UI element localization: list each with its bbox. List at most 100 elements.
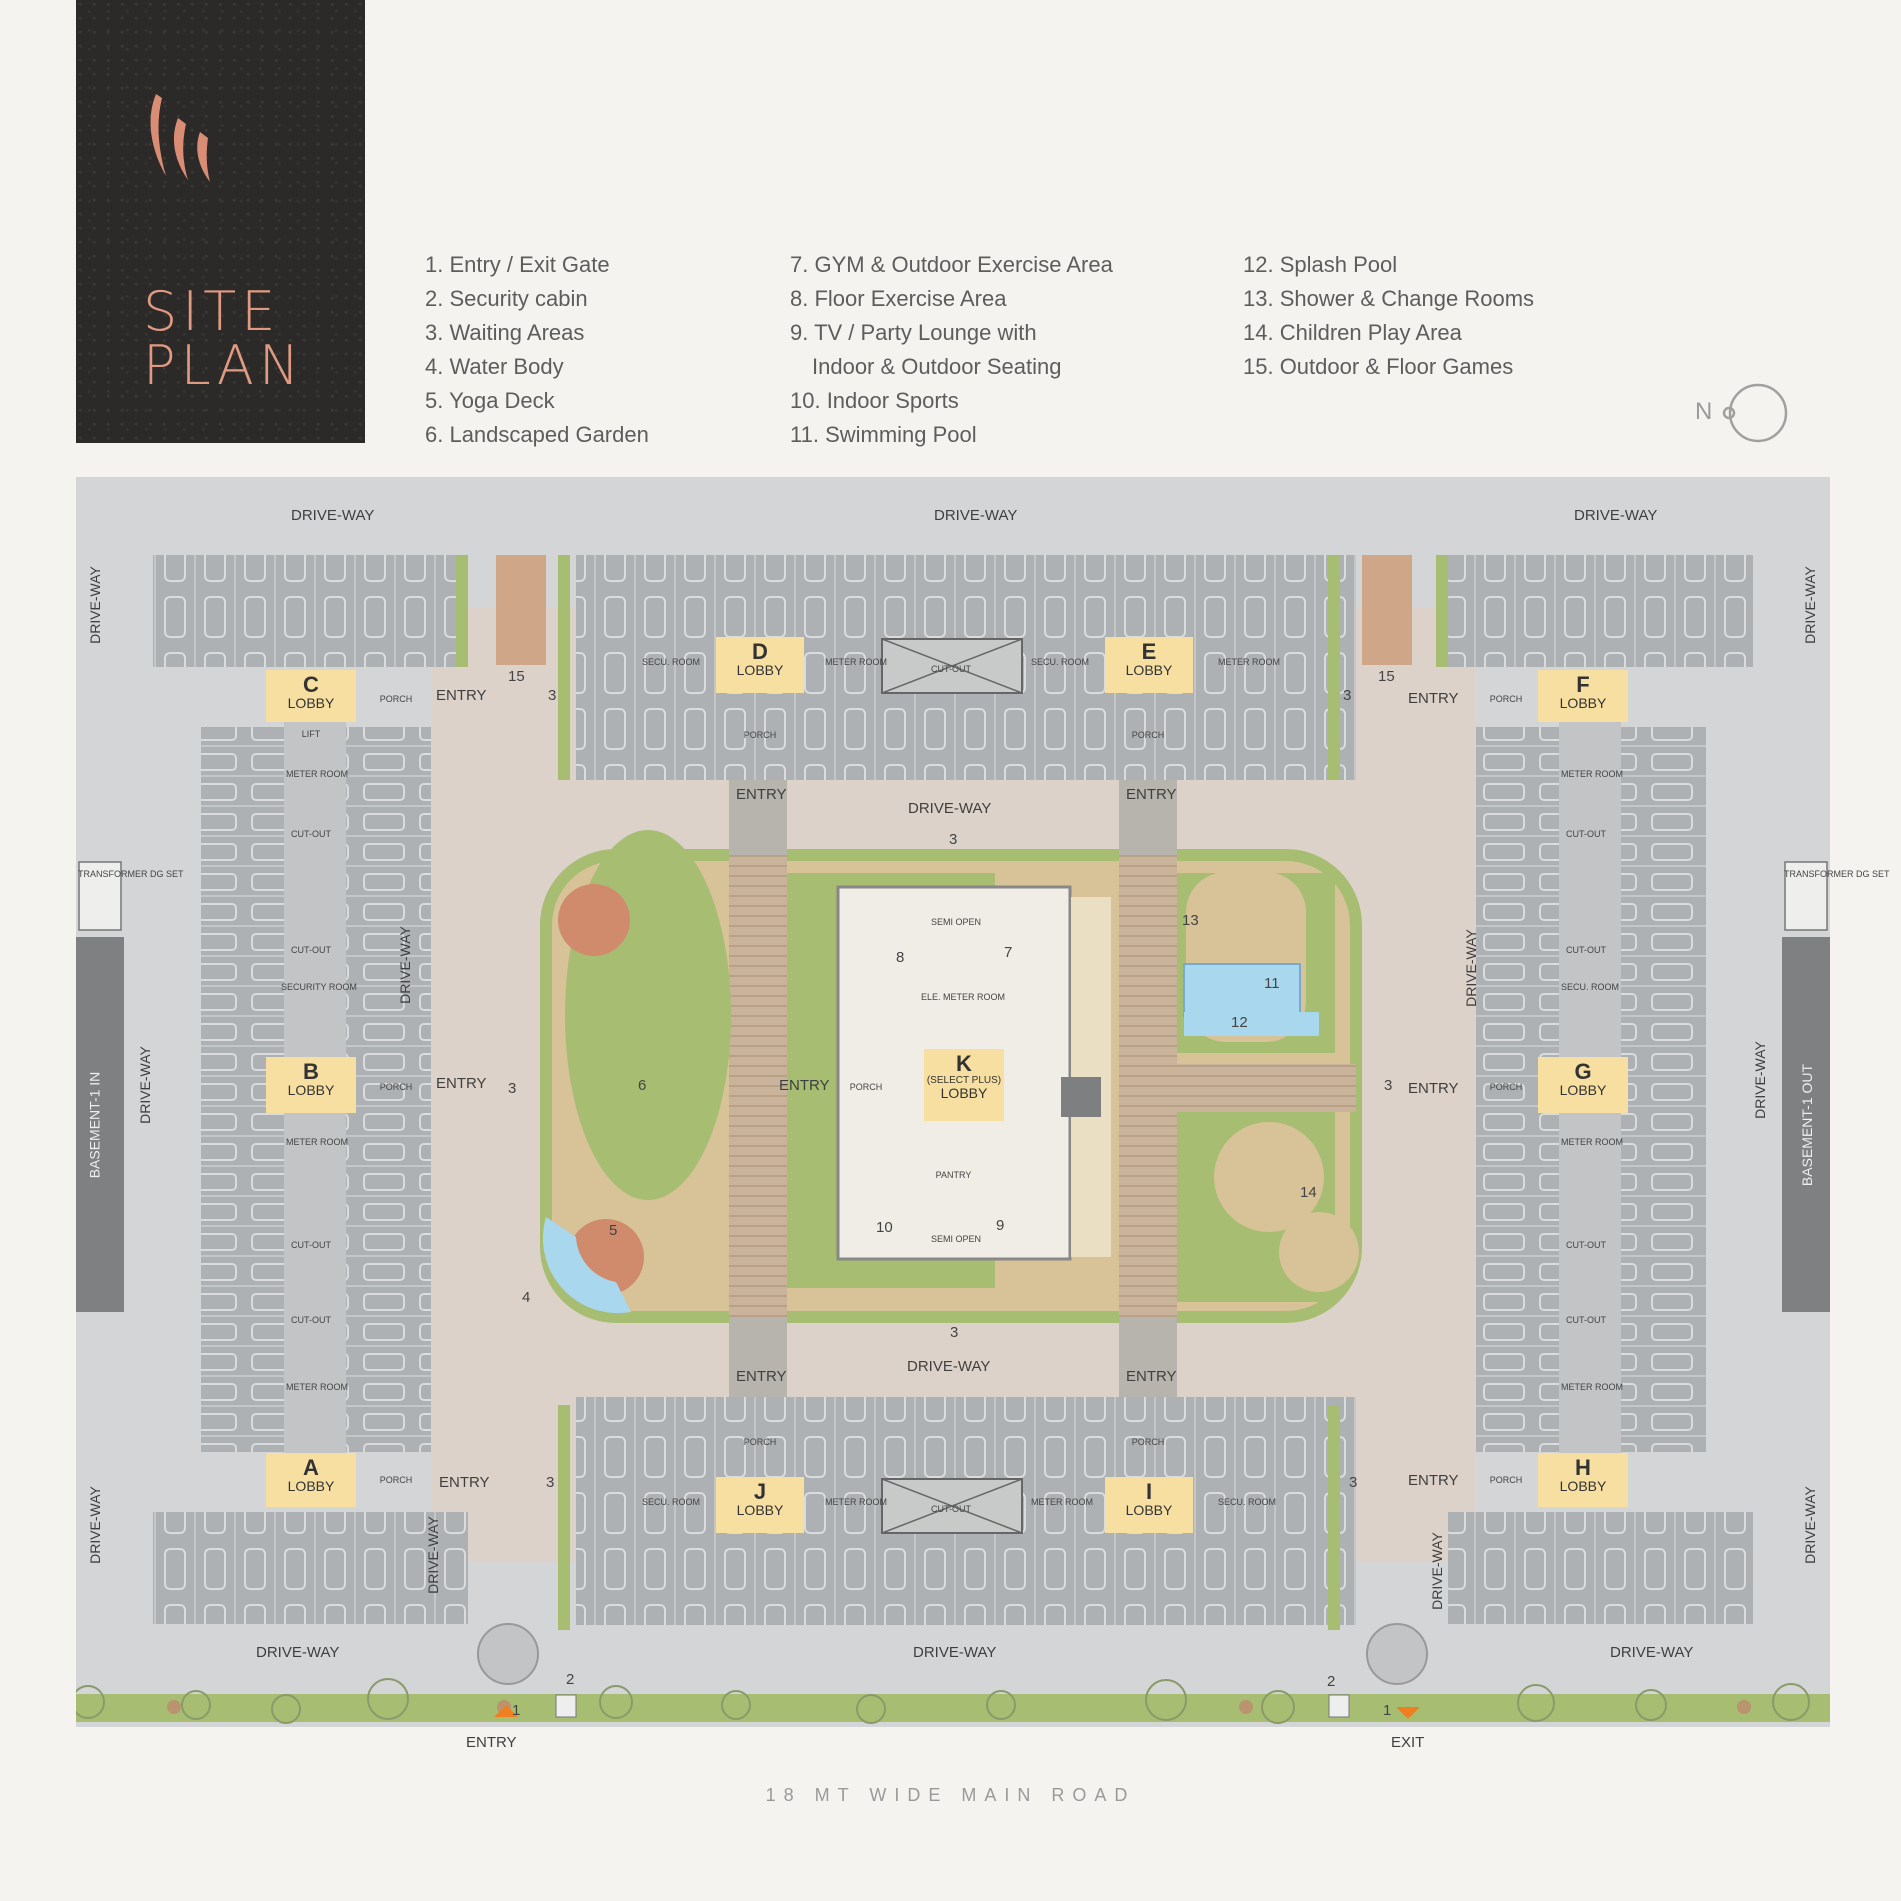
secu-room-label: SECU. ROOM: [1031, 657, 1090, 667]
driveway-label: DRIVE-WAY: [913, 1644, 997, 1661]
legend-item: 14. Children Play Area: [1243, 320, 1462, 345]
entry-label: ENTRY: [1126, 786, 1177, 803]
legend-item: Indoor & Outdoor Seating: [812, 354, 1062, 379]
tower-letter: F: [1576, 672, 1590, 697]
amenity-number-3: 3: [949, 831, 958, 848]
lobby-label: LOBBY: [1125, 1502, 1173, 1518]
legend-item: 4. Water Body: [425, 354, 564, 379]
meter-room-label: METER ROOM: [286, 1382, 348, 1392]
tower-letter: C: [303, 672, 319, 697]
transformer-label: TRANSFORMER DG SET: [1784, 869, 1890, 879]
pantry-label: PANTRY: [935, 1170, 972, 1180]
north-arrow-icon: [1722, 383, 1788, 443]
security-room-label: SECURITY ROOM: [281, 982, 357, 992]
meter-room-label: METER ROOM: [1561, 1382, 1623, 1392]
amenity-number-2: 2: [1327, 1673, 1336, 1690]
cut-out-label: CUT-OUT: [291, 829, 331, 839]
driveway-label: DRIVE-WAY: [1462, 929, 1479, 1007]
entry-label: ENTRY: [436, 1075, 487, 1092]
tower-f-lobby[interactable]: F LOBBY: [1538, 670, 1628, 722]
amenity-number-3: 3: [1343, 687, 1352, 704]
porch-label: PORCH: [1489, 1475, 1523, 1485]
legend-item: 15. Outdoor & Floor Games: [1243, 354, 1514, 379]
title-line-1: SITE: [143, 280, 281, 343]
meter-room-label: METER ROOM: [1031, 1497, 1093, 1507]
cut-out-label: CUT-OUT: [291, 1240, 331, 1250]
secu-room-label: SECU. ROOM: [642, 657, 701, 667]
semi-open-label: SEMI OPEN: [931, 1234, 982, 1244]
tower-letter: K: [956, 1051, 972, 1076]
meter-room-label: METER ROOM: [1561, 769, 1623, 779]
cut-out-label: CUT-OUT: [1566, 945, 1606, 955]
amenity-number-3: 3: [548, 687, 557, 704]
amenity-number-3: 3: [508, 1080, 517, 1097]
amenity-number-2: 2: [566, 1671, 575, 1688]
tower-h-lobby[interactable]: H LOBBY: [1538, 1453, 1628, 1507]
porch-label: PORCH: [1131, 1437, 1165, 1447]
ele-meter-room-label: ELE. METER ROOM: [921, 992, 1006, 1002]
amenity-number-14: 14: [1300, 1184, 1317, 1201]
legend-item: 13. Shower & Change Rooms: [1243, 286, 1535, 311]
porch-label: PORCH: [379, 1475, 413, 1485]
legend-item: 7. GYM & Outdoor Exercise Area: [790, 252, 1113, 277]
lobby-label: LOBBY: [287, 1478, 335, 1494]
secu-room-label: SECU. ROOM: [1218, 1497, 1277, 1507]
tower-d-lobby[interactable]: D LOBBY: [716, 637, 804, 693]
amenity-number-3: 3: [546, 1474, 555, 1491]
tower-i-lobby[interactable]: I LOBBY: [1105, 1477, 1193, 1533]
cut-out-label: CUT-OUT: [291, 1315, 331, 1325]
meter-room-label: METER ROOM: [825, 657, 887, 667]
driveway-label: DRIVE-WAY: [424, 1516, 441, 1594]
legend-item: 6. Landscaped Garden: [425, 422, 649, 447]
amenity-number-1: 1: [512, 1702, 521, 1719]
tower-letter: E: [1141, 639, 1157, 664]
main-exit-label: EXIT: [1391, 1734, 1425, 1751]
entry-label: ENTRY: [1408, 1080, 1459, 1097]
porch-label: PORCH: [849, 1082, 883, 1092]
tower-a-lobby[interactable]: A LOBBY: [266, 1453, 356, 1507]
lobby-label: LOBBY: [287, 1082, 335, 1098]
tower-b-lobby[interactable]: B LOBBY: [266, 1057, 356, 1113]
amenity-number-4: 4: [522, 1289, 531, 1306]
site-plan-drawing: [71, 477, 1830, 1727]
tower-g-lobby[interactable]: G LOBBY: [1538, 1057, 1628, 1113]
basement-out-label: BASEMENT-1 OUT: [1799, 1063, 1816, 1187]
meter-room-label: METER ROOM: [1561, 1137, 1623, 1147]
driveway-label: DRIVE-WAY: [1751, 1041, 1768, 1119]
cut-out-label: CUT-OUT: [1566, 1315, 1606, 1325]
entry-label: ENTRY: [1408, 690, 1459, 707]
tower-j-lobby[interactable]: J LOBBY: [716, 1477, 804, 1533]
legend-item: 5. Yoga Deck: [425, 388, 555, 413]
entry-label: ENTRY: [779, 1077, 830, 1094]
main-entry-label: ENTRY: [466, 1734, 517, 1751]
tower-e-lobby[interactable]: E LOBBY: [1105, 637, 1193, 693]
driveway-label: DRIVE-WAY: [908, 800, 992, 817]
amenity-number-9: 9: [996, 1217, 1005, 1234]
driveway-label: DRIVE-WAY: [1801, 566, 1818, 644]
porch-label: PORCH: [1489, 694, 1523, 704]
tower-letter: B: [303, 1059, 319, 1084]
cut-out-label: CUT-OUT: [1566, 1240, 1606, 1250]
porch-label: PORCH: [379, 694, 413, 704]
amenity-number-15: 15: [1378, 668, 1395, 685]
legend-column-2: 7. GYM & Outdoor Exercise Area 8. Floor …: [790, 248, 1113, 452]
amenity-number-3: 3: [1384, 1077, 1393, 1094]
entry-label: ENTRY: [436, 687, 487, 704]
basement-in-label: BASEMENT-1 IN: [86, 1071, 103, 1179]
select-plus-label: (SELECT PLUS): [926, 1075, 1002, 1086]
entry-label: ENTRY: [736, 786, 787, 803]
driveway-label: DRIVE-WAY: [136, 1046, 153, 1124]
amenity-number-1: 1: [1383, 1702, 1392, 1719]
driveway-label: DRIVE-WAY: [396, 926, 413, 1004]
tower-k-lobby[interactable]: K (SELECT PLUS) LOBBY: [924, 1049, 1004, 1121]
amenity-number-12: 12: [1231, 1014, 1248, 1031]
driveway-label: DRIVE-WAY: [1428, 1532, 1445, 1610]
tower-c-lobby[interactable]: C LOBBY: [266, 670, 356, 722]
driveway-label: DRIVE-WAY: [1574, 507, 1658, 524]
entry-label: ENTRY: [1126, 1368, 1177, 1385]
lobby-label: LOBBY: [736, 1502, 784, 1518]
cut-out-label: CUT-OUT: [931, 1504, 971, 1514]
amenity-number-15: 15: [508, 668, 525, 685]
lobby-label: LOBBY: [1559, 1082, 1607, 1098]
legend-column-3: 12. Splash Pool 13. Shower & Change Room…: [1243, 248, 1534, 384]
